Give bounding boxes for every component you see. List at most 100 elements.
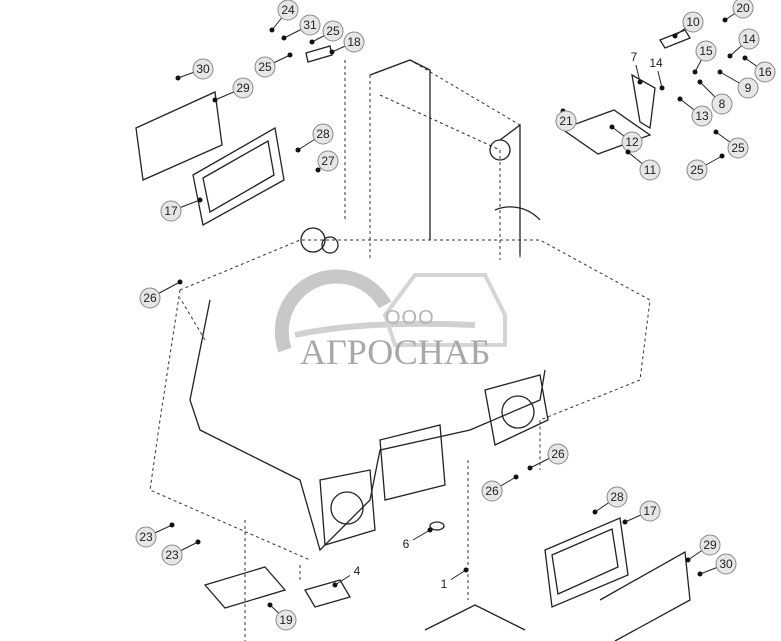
fastener-mark xyxy=(692,69,698,75)
callout-bg xyxy=(627,49,641,65)
callout-bubble xyxy=(715,553,737,575)
callout-bubble xyxy=(695,40,717,62)
callout-26: 26 xyxy=(527,443,569,471)
callout-8: 8 xyxy=(697,79,733,115)
fastener-mark xyxy=(719,153,725,159)
callout-bubble xyxy=(682,11,704,33)
callout-label: 20 xyxy=(736,1,750,15)
callout-17: 17 xyxy=(160,197,203,222)
callout-bubble xyxy=(737,77,759,99)
callout-31: 31 xyxy=(281,14,321,41)
callout-label: 23 xyxy=(165,548,179,562)
callout-23: 23 xyxy=(135,522,175,548)
callout-bg xyxy=(350,563,364,579)
fastener-mark xyxy=(309,39,315,45)
callout-16: 16 xyxy=(742,55,776,83)
fastener-mark xyxy=(527,465,533,471)
fastener-mark xyxy=(427,527,433,533)
callout-30: 30 xyxy=(697,553,737,577)
callout-label: 21 xyxy=(559,114,573,128)
callout-17: 17 xyxy=(622,500,661,525)
callout-25: 25 xyxy=(686,153,725,181)
callout-21: 21 xyxy=(555,108,577,132)
callout-10: 10 xyxy=(672,11,704,39)
fastener-mark xyxy=(269,27,275,33)
fastener-mark xyxy=(672,33,678,39)
callout-bubble xyxy=(135,526,157,548)
callout-bubble xyxy=(639,159,661,181)
callout-label: 14 xyxy=(742,32,756,46)
callout-bubble xyxy=(621,131,643,153)
callout-label: 28 xyxy=(610,490,624,504)
fastener-mark xyxy=(315,167,321,173)
fastener-mark xyxy=(697,79,703,85)
callout-label: 25 xyxy=(258,60,272,74)
callout-11: 11 xyxy=(625,149,661,181)
callout-label: 1 xyxy=(441,577,448,591)
fastener-mark xyxy=(169,522,175,528)
fastener-mark xyxy=(717,69,723,75)
leader-dashes xyxy=(179,60,469,641)
callout-30: 30 xyxy=(175,58,214,81)
callout-12: 12 xyxy=(609,124,643,153)
callout-bubble xyxy=(738,28,760,50)
callout-19: 19 xyxy=(267,602,297,631)
callout-label: 26 xyxy=(551,447,565,461)
callout-20: 20 xyxy=(722,0,754,23)
callout-4: 4 xyxy=(332,563,364,588)
callout-bubble xyxy=(139,287,161,309)
fastener-mark xyxy=(622,519,628,525)
callout-label: 25 xyxy=(690,163,704,177)
fastener-mark xyxy=(677,96,683,102)
callout-bubble xyxy=(691,105,713,127)
callout-27: 27 xyxy=(315,150,339,173)
callout-25: 25 xyxy=(713,129,749,159)
callout-bg xyxy=(649,55,663,71)
callout-label: 4 xyxy=(354,564,361,578)
fastener-mark xyxy=(267,602,273,608)
fastener-mark xyxy=(592,509,598,515)
callout-14: 14 xyxy=(649,55,665,91)
main-frame xyxy=(149,59,651,561)
callout-bubble xyxy=(711,93,733,115)
callout-14: 14 xyxy=(727,28,760,59)
callout-18: 18 xyxy=(329,31,365,55)
callout-label: 30 xyxy=(719,557,733,571)
callout-label: 30 xyxy=(196,62,210,76)
cover-plates xyxy=(135,29,691,641)
callout-bubble xyxy=(699,534,721,556)
fastener-mark xyxy=(625,149,631,155)
fastener-mark xyxy=(463,567,469,573)
callout-label: 29 xyxy=(703,538,717,552)
callout-label: 23 xyxy=(139,530,153,544)
callout-26: 26 xyxy=(139,279,183,309)
fastener-mark xyxy=(742,55,748,61)
callout-label: 25 xyxy=(731,141,745,155)
callout-label: 31 xyxy=(303,18,317,32)
fastener-mark xyxy=(287,52,293,58)
fastener-mark xyxy=(659,85,665,91)
callout-label: 11 xyxy=(644,163,657,177)
callout-28: 28 xyxy=(592,486,628,515)
callout-15: 15 xyxy=(692,40,717,75)
callout-6: 6 xyxy=(399,527,433,552)
callout-label: 19 xyxy=(279,613,293,627)
callout-bubble xyxy=(343,31,365,53)
watermark-name: АГРОСНАБ xyxy=(300,332,491,372)
callout-bubble xyxy=(299,14,321,36)
callout-label: 9 xyxy=(745,81,752,95)
callout-bubble xyxy=(481,480,503,502)
callout-29: 29 xyxy=(212,77,254,103)
callout-bubble xyxy=(727,137,749,159)
callout-label: 24 xyxy=(281,3,295,17)
callout-label: 26 xyxy=(143,291,157,305)
callout-label: 15 xyxy=(699,44,713,58)
fastener-mark xyxy=(175,75,181,81)
fastener-mark xyxy=(329,49,335,55)
fastener-mark xyxy=(713,129,719,135)
callout-1: 1 xyxy=(437,567,469,592)
callout-bubble xyxy=(192,58,214,80)
fastener-mark xyxy=(332,582,338,588)
callout-25: 25 xyxy=(309,20,344,45)
fastener-mark xyxy=(727,53,733,59)
